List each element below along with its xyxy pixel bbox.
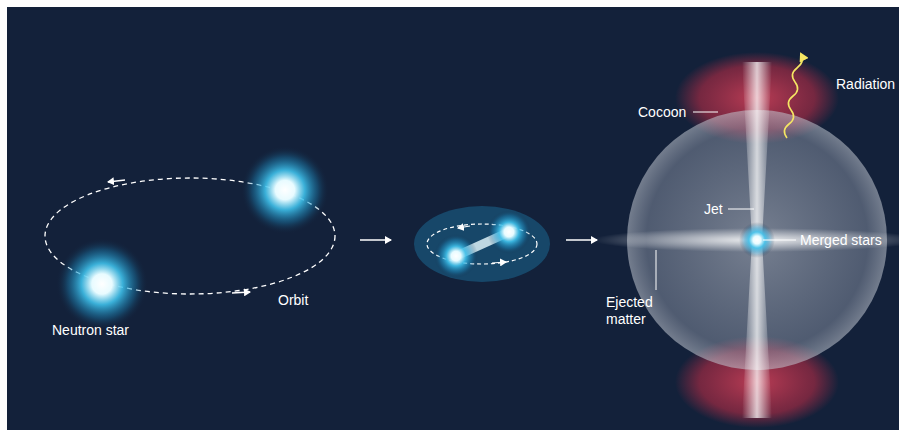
stage-arrow [360,239,391,241]
part-label: Orbit [278,292,308,309]
part-label: Jet [704,201,723,218]
leader-line [693,112,718,113]
leader-line [656,250,657,290]
orbit-arrow [492,262,506,263]
neutron-star [241,146,329,234]
radiation-arrow [784,54,802,138]
leader-line [763,240,796,241]
neutron-star [434,234,478,278]
part-label: Radiation [836,76,895,93]
orbit-arrow [108,180,125,182]
part-label: Cocoon [638,104,686,121]
part-label: Merged stars [800,232,882,249]
neutron-star [56,238,148,330]
leader-line [728,209,754,210]
part-label: Ejected matter [606,294,670,328]
part-label: Neutron star [52,322,129,339]
orbit-arrow [232,292,250,293]
neutron-star [487,210,531,254]
orbit-arrow [458,226,470,228]
merging-glow [414,206,550,282]
